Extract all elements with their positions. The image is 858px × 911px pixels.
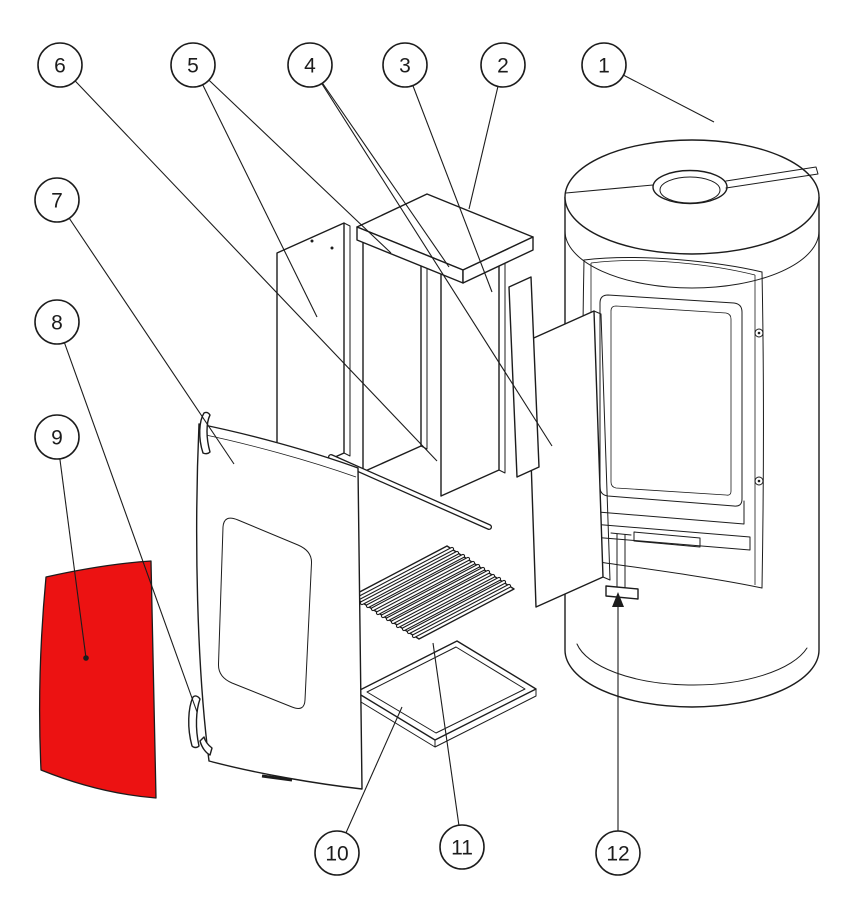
side-panel-strip (508, 276, 540, 478)
hinge-bottom (188, 695, 213, 756)
firebox-interior (591, 294, 751, 551)
door-frame (195, 423, 363, 790)
callouts: 1 2 3 4 5 6 7 8 (34, 42, 641, 876)
back-panel (276, 222, 351, 484)
callout-8: 8 (34, 299, 80, 345)
lid-seam (565, 166, 819, 194)
leader-7 (56, 199, 235, 465)
callout-4: 4 (287, 42, 333, 88)
glass-red-surface (38, 560, 157, 799)
ash-pan-part (355, 640, 537, 748)
grate-part (351, 545, 515, 640)
callout-number: 1 (598, 55, 610, 78)
callout-number: 3 (399, 55, 411, 78)
callout-number: 5 (187, 55, 199, 78)
callout-2: 2 (480, 42, 526, 88)
leader-8 (56, 321, 198, 713)
stove-body (564, 139, 820, 708)
leader-5b (192, 64, 392, 254)
callout-1: 1 (581, 42, 627, 88)
callout-number: 9 (51, 427, 63, 450)
callout-10: 10 (314, 830, 360, 876)
callout-6: 6 (37, 42, 83, 88)
door-window-cutout (217, 517, 313, 709)
stove-shell (564, 197, 820, 708)
ash-slot (633, 531, 701, 548)
hinge-top (199, 411, 211, 455)
callout-number: 4 (304, 55, 316, 78)
glass-panel (38, 560, 157, 799)
leader-9-dot (83, 655, 89, 661)
callout-number: 8 (51, 312, 63, 335)
callout-9: 9 (34, 414, 80, 460)
callout-7: 7 (34, 177, 80, 223)
leader-3 (404, 64, 493, 293)
leader-9 (56, 436, 87, 659)
callout-number: 7 (51, 190, 63, 213)
leader-10 (336, 706, 403, 854)
leader-6 (59, 64, 438, 462)
callout-number: 12 (606, 843, 629, 866)
flue-hole (652, 169, 728, 205)
top-plate-part (356, 193, 534, 284)
callout-11: 11 (439, 824, 485, 870)
side-panel-large (526, 310, 611, 608)
callout-number: 11 (451, 837, 473, 860)
leader-2 (468, 64, 504, 210)
leader-4b (309, 64, 553, 447)
firebox-back-panel (599, 294, 743, 507)
callout-5: 5 (170, 42, 216, 88)
leader-12-arrowhead (612, 592, 624, 607)
shaker-lever (605, 532, 639, 600)
callout-number: 2 (497, 55, 509, 78)
callout-number: 6 (54, 55, 66, 78)
callout-3: 3 (382, 42, 428, 88)
callout-number: 10 (325, 843, 348, 866)
callout-12: 12 (595, 830, 641, 876)
leader-4a (309, 64, 450, 268)
leader-11 (432, 642, 463, 848)
leader-5a (192, 64, 318, 318)
door-part (195, 423, 363, 790)
